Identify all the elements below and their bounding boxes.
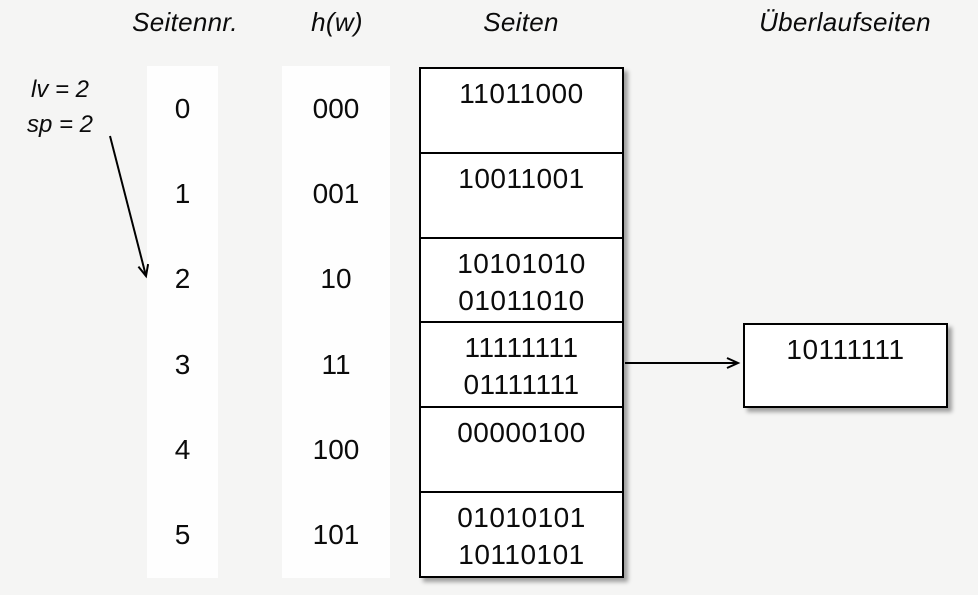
page-cell: 10011001 <box>421 154 622 239</box>
record-value: 10101010 <box>457 247 586 279</box>
page-cell: 01010101 10110101 <box>421 493 622 576</box>
split-pointer-arrow <box>109 135 150 279</box>
page-number: 5 <box>174 519 191 551</box>
hash-function-column-header: h(w) <box>311 7 363 37</box>
record-value: 00000100 <box>457 417 586 449</box>
pages-column-header: Seiten <box>483 7 559 37</box>
record-value: 10111111 <box>786 334 905 365</box>
page-number: 4 <box>174 433 191 465</box>
page-number: 1 <box>174 177 191 209</box>
record-value: 01111111 <box>463 369 580 401</box>
page-number-column: 0 1 2 3 4 5 <box>147 66 218 578</box>
hash-value: 001 <box>312 177 360 209</box>
split-pointer-label: sp = 2 <box>26 111 94 138</box>
hash-value: 100 <box>312 433 360 465</box>
overflow-pages-column-header: Überlaufseiten <box>759 7 931 37</box>
hash-state-labels: lv = 2 sp = 2 <box>15 72 105 142</box>
hash-value-column: 000 001 10 11 100 101 <box>282 66 390 578</box>
page-number-column-header: Seitennr. <box>132 7 238 37</box>
hash-value: 11 <box>321 348 351 380</box>
record-value: 10011001 <box>458 162 585 194</box>
overflow-page-box: 10111111 <box>743 323 948 408</box>
record-value: 01011010 <box>458 284 585 316</box>
page-number: 0 <box>174 92 191 124</box>
hash-value: 10 <box>320 263 352 295</box>
record-value: 11011000 <box>459 78 584 109</box>
record-value: 11111111 <box>464 332 579 364</box>
page-cell: 11011000 <box>421 69 622 154</box>
pages-table: 11011000 10011001 10101010 01011010 1111… <box>419 67 624 578</box>
page-cell: 11111111 01111111 <box>421 323 622 409</box>
hash-value: 101 <box>312 519 360 551</box>
page-cell: 10101010 01011010 <box>421 239 622 324</box>
page-cell: 00000100 <box>421 408 622 494</box>
page-number: 2 <box>174 263 191 295</box>
hash-value: 000 <box>312 92 360 124</box>
record-value: 10110101 <box>458 539 585 571</box>
record-value: 01010101 <box>457 502 586 534</box>
page-number: 3 <box>174 348 191 380</box>
level-label: lv = 2 <box>30 76 90 103</box>
